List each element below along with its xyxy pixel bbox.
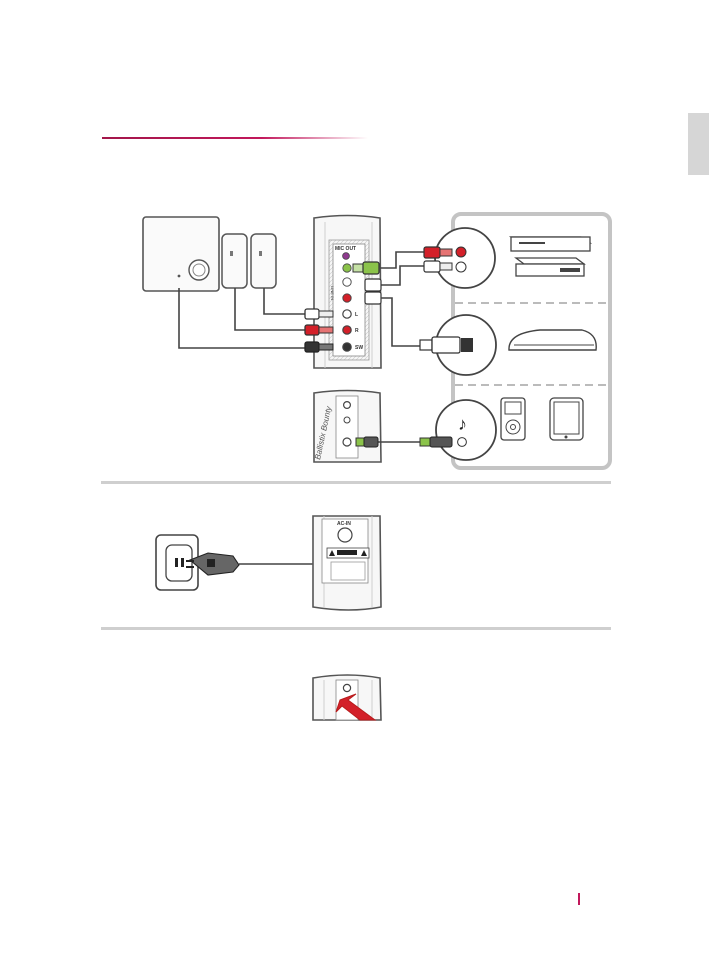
power-button-icon — [343, 684, 350, 691]
page-number-marker — [578, 893, 580, 905]
